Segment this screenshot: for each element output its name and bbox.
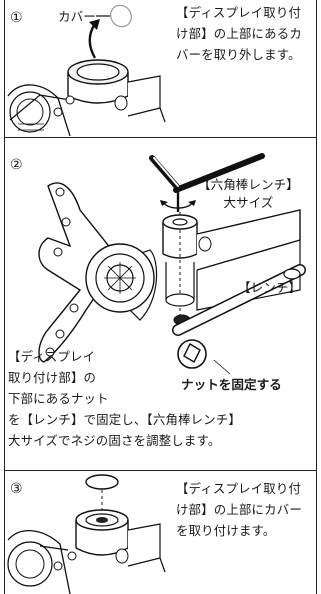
label-line: 大サイズ [223,195,274,210]
section-divider [4,137,317,138]
step-3-number: ③ [10,481,23,497]
step-2-illustration [38,153,306,375]
text-line: を取り付けます。 [176,523,276,538]
step-2-number: ② [10,157,23,173]
nut-fix-label: ナットを固定する [181,377,282,392]
text-line: 取り付け部】の [8,370,97,385]
step-2-instructions-full: を【レンチ】で固定し、【六角棒レンチ】 大サイズでネジの固さを調整します。 [8,409,241,451]
instruction-frame [4,0,317,594]
text-line: バーを取り外します。 [176,47,301,62]
step-1-number: ① [10,10,23,26]
step-1-illustration [7,4,166,137]
step-1-instructions: 【ディスプレイ取り付 け部】の上部にあるカ バーを取り外します。 [176,2,302,65]
text-line: 【ディスプレイ取り付 [176,5,302,20]
label-line: 【六角棒レンチ】 [198,177,299,192]
wrench-label: 【レンチ】 [238,280,301,295]
step-3-instructions: 【ディスプレイ取り付 け部】の上部にカバー を取り付けます。 [176,478,302,541]
step-3-illustration [7,474,166,594]
text-line: 【ディスプレイ取り付 [176,481,302,496]
text-line: を【レンチ】で固定し、【六角棒レンチ】 [8,412,242,427]
step-2-instructions-left: 【ディスプレイ 取り付け部】の 下部にあるナット [8,346,109,409]
text-line: 【ディスプレイ [8,349,96,364]
text-line: け部】の上部にあるカ [176,26,302,41]
section-divider [4,470,317,471]
text-line: 大サイズでネジの固さを調整します。 [8,433,221,448]
text-line: 下部にあるナット [8,391,109,406]
text-line: け部】の上部にカバー [176,502,302,517]
cover-callout: カバー [58,9,96,24]
hex-wrench-label: 【六角棒レンチ】 大サイズ [198,176,299,212]
